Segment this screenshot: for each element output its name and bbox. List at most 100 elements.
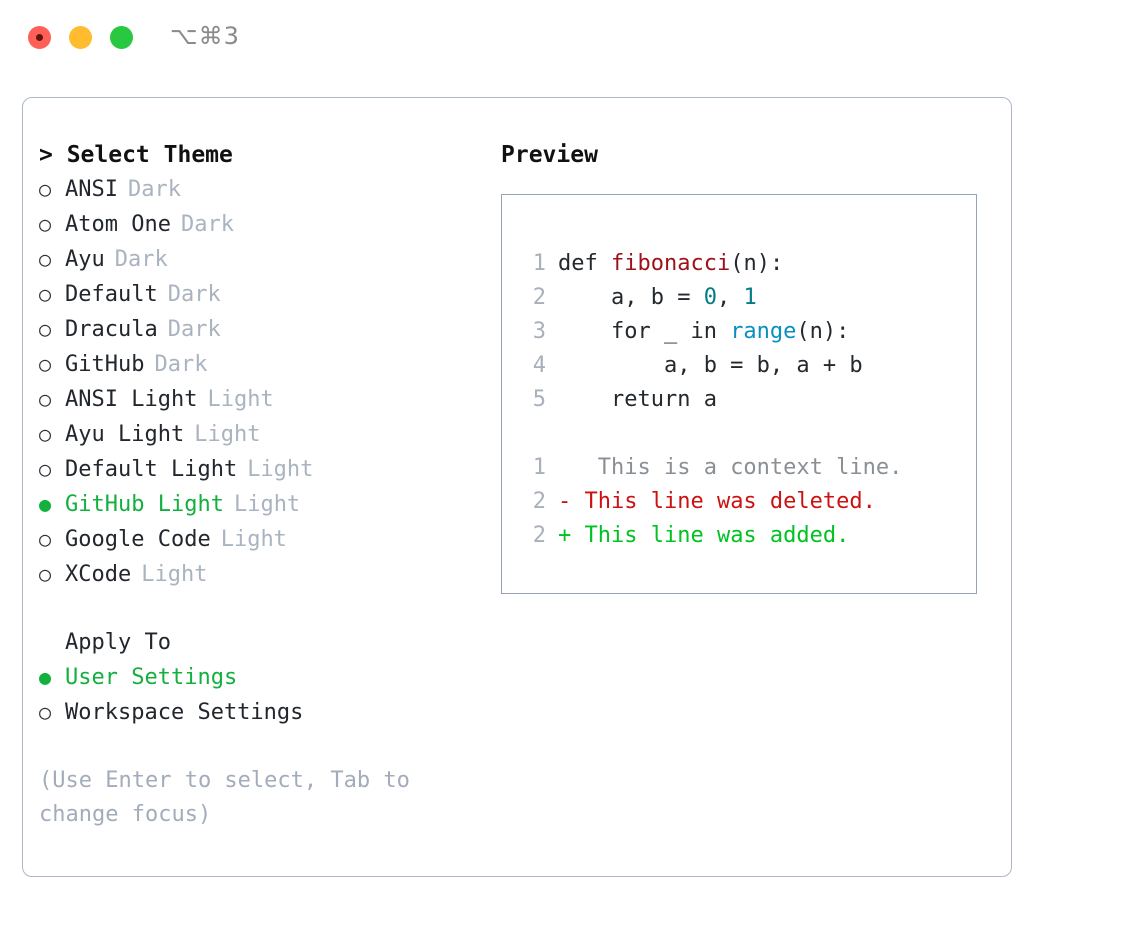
theme-variant-tag: Light bbox=[247, 457, 314, 482]
preview-title: Preview bbox=[501, 142, 598, 168]
theme-name: Google Code bbox=[65, 527, 211, 552]
apply-to-list: ● User Settings ○Workspace Settings bbox=[39, 660, 469, 730]
diff-marker: - bbox=[558, 489, 572, 514]
code-text: for _ in range(n): bbox=[558, 315, 849, 349]
code-token: def bbox=[558, 251, 611, 276]
theme-list-item[interactable]: ○ ANSI Light Light bbox=[39, 382, 469, 417]
theme-variant-tag: Dark bbox=[154, 352, 208, 377]
theme-list-item[interactable]: ○ Dracula Dark bbox=[39, 312, 469, 347]
theme-list-item[interactable]: ○ Default Light Light bbox=[39, 452, 469, 487]
theme-name: ANSI bbox=[65, 177, 118, 202]
apply-to-title: Apply To bbox=[65, 630, 171, 655]
theme-list-item[interactable]: ○ ANSI Dark bbox=[39, 172, 469, 207]
code-line: 4 a, b = b, a + b bbox=[522, 349, 976, 383]
theme-variant-tag: Light bbox=[220, 527, 287, 552]
code-text: return a bbox=[558, 383, 717, 417]
keyboard-shortcut-label: ⌥⌘3 bbox=[170, 22, 240, 50]
diff-line: 1 This is a context line. bbox=[522, 451, 976, 485]
radio-unselected-icon: ○ bbox=[39, 457, 52, 481]
theme-variant-tag: Light bbox=[233, 492, 301, 517]
code-token: fibonacci bbox=[610, 251, 731, 276]
code-line: 2 a, b = 0, 1 bbox=[522, 281, 976, 315]
line-number: 1 bbox=[532, 251, 546, 276]
theme-name: Default Light bbox=[65, 457, 238, 482]
diff-marker bbox=[558, 451, 571, 485]
radio-unselected-icon: ○ bbox=[39, 212, 52, 236]
theme-picker-title: > Select Theme bbox=[39, 142, 233, 168]
theme-list-item[interactable]: ○ XCode Light bbox=[39, 557, 469, 592]
theme-variant-tag: Dark bbox=[127, 177, 181, 202]
code-token: return a bbox=[558, 387, 717, 412]
theme-name: Ayu bbox=[65, 247, 105, 272]
diff-text: This is a context line. bbox=[571, 455, 903, 480]
line-number: 5 bbox=[532, 387, 546, 412]
theme-name: ANSI Light bbox=[65, 387, 198, 412]
theme-name: Ayu Light bbox=[65, 422, 185, 447]
diff-line: 2- This line was deleted. bbox=[522, 485, 976, 519]
code-text: a, b = 0, 1 bbox=[558, 281, 757, 315]
code-line: 3 for _ in range(n): bbox=[522, 315, 976, 349]
close-button[interactable] bbox=[28, 26, 51, 49]
title-bar: ⌥⌘3 bbox=[0, 0, 1140, 78]
radio-unselected-icon: ○ bbox=[39, 282, 52, 306]
theme-variant-tag: Dark bbox=[167, 282, 221, 307]
theme-name: Atom One bbox=[65, 212, 171, 237]
radio-unselected-icon: ○ bbox=[39, 422, 52, 446]
apply-to-option[interactable]: ● User Settings bbox=[39, 660, 469, 695]
theme-variant-tag: Dark bbox=[167, 317, 221, 342]
line-number: 2 bbox=[532, 285, 546, 310]
apply-to-label: User Settings bbox=[65, 665, 238, 690]
code-token: 1 bbox=[743, 285, 757, 310]
code-token: for _ in bbox=[558, 319, 731, 344]
code-token: a, b = bbox=[558, 285, 704, 310]
radio-unselected-icon: ○ bbox=[39, 177, 52, 201]
code-text: a, b = b, a + b bbox=[558, 349, 863, 383]
minimize-button[interactable] bbox=[69, 26, 92, 49]
window-controls bbox=[28, 26, 133, 49]
radio-unselected-icon: ○ bbox=[39, 700, 52, 724]
line-number: 4 bbox=[532, 353, 546, 378]
code-token: (n): bbox=[796, 319, 850, 344]
line-number: 3 bbox=[532, 319, 546, 344]
radio-selected-icon: ● bbox=[39, 665, 52, 689]
code-text: def fibonacci(n): bbox=[558, 247, 783, 281]
theme-variant-tag: Light bbox=[194, 422, 261, 447]
apply-to-option[interactable]: ○Workspace Settings bbox=[39, 695, 469, 730]
theme-variant-tag: Light bbox=[207, 387, 274, 412]
theme-list-item[interactable]: ○ Ayu Light Light bbox=[39, 417, 469, 452]
diff-marker: + bbox=[558, 523, 572, 548]
diff-text: This line was added. bbox=[571, 523, 850, 548]
theme-name: Dracula bbox=[65, 317, 158, 342]
theme-list-item[interactable]: ○ Atom One Dark bbox=[39, 207, 469, 242]
theme-variant-tag: Dark bbox=[180, 212, 234, 237]
radio-selected-icon: ● bbox=[39, 492, 52, 516]
radio-unselected-icon: ○ bbox=[39, 317, 52, 341]
code-token: , bbox=[716, 285, 744, 310]
theme-name: Default bbox=[65, 282, 158, 307]
radio-unselected-icon: ○ bbox=[39, 387, 52, 411]
code-token: range bbox=[730, 319, 797, 344]
radio-unselected-icon: ○ bbox=[39, 352, 52, 376]
code-token: (n): bbox=[730, 251, 784, 276]
theme-name: XCode bbox=[65, 562, 132, 587]
code-token: a, b = b, a + b bbox=[558, 353, 863, 378]
maximize-button[interactable] bbox=[110, 26, 133, 49]
diff-line: 2+ This line was added. bbox=[522, 519, 976, 553]
theme-list-item[interactable]: ○ Default Dark bbox=[39, 277, 469, 312]
diff-text: This line was deleted. bbox=[571, 489, 876, 514]
theme-variant-tag: Light bbox=[141, 562, 208, 587]
line-number: 2 bbox=[532, 489, 546, 514]
line-number: 1 bbox=[532, 455, 546, 480]
radio-unselected-icon: ○ bbox=[39, 562, 52, 586]
